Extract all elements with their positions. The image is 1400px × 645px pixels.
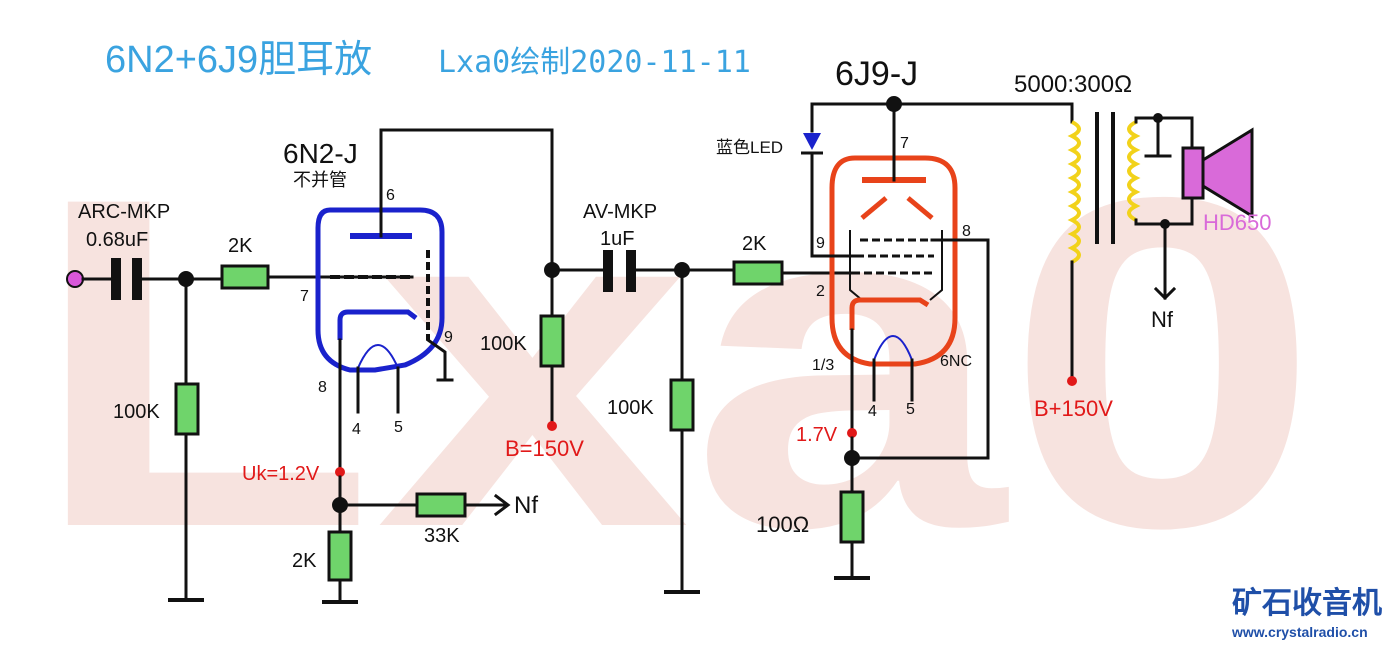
output-feedback-label: Nf: [1151, 307, 1174, 332]
input-grid-resistor-label: 2K: [228, 235, 253, 257]
output-supply: B+150V: [1034, 396, 1113, 421]
tube1-pin-heater-b: 5: [394, 419, 403, 436]
input-grid-leak-label: 100K: [113, 401, 160, 423]
input-grid-leak-resistor: [174, 382, 200, 436]
interstage-cap-value: 1uF: [600, 228, 634, 250]
input-cap-type: ARC-MKP: [78, 201, 170, 223]
interstage-grid-leak-resistor: [669, 378, 695, 432]
tube2-pin-g2: 9: [816, 235, 825, 252]
watermark: Lxa0: [30, 100, 1320, 625]
output-transformer-ratio: 5000:300Ω: [1014, 71, 1132, 98]
speaker-icon: [1181, 127, 1254, 219]
tube2-pin-cathode: 1/3: [812, 357, 834, 374]
tube1-plate-resistor-label: 100K: [480, 333, 527, 355]
output-speaker: HD650: [1203, 210, 1271, 235]
input-coupling-capacitor: [111, 258, 142, 300]
tube2-pin-g3: 8: [962, 223, 971, 240]
tube1-supply: B=150V: [505, 436, 584, 461]
tube1-pin-heater-a: 4: [352, 421, 361, 438]
tube2-pin-grid: 2: [816, 283, 825, 300]
input-cap-value: 0.68uF: [86, 229, 148, 251]
tube2-envelope: [829, 155, 958, 367]
logo-name: 矿石收音机: [1232, 586, 1382, 620]
logo-url: www.crystalradio.cn: [1231, 624, 1368, 640]
output-transformer: [1067, 112, 1141, 264]
tube1-note: 不并管: [293, 170, 347, 190]
tube2-cathode-voltage: 1.7V: [796, 424, 838, 446]
input-grid-resistor: [220, 264, 270, 290]
tube1-feedback-label: Nf: [514, 492, 538, 519]
tube1-envelope: [315, 207, 445, 373]
tube2-name: 6J9-J: [835, 55, 918, 93]
title-author: Lxa0绘制2020-11-11: [438, 45, 751, 80]
tube1-pin-grid: 7: [300, 288, 309, 305]
tube1-pin-cathode: 8: [318, 379, 327, 396]
feedback-resistor: [415, 492, 467, 518]
tube1-cathode-resistor: [327, 530, 353, 582]
tube2-pin-plate: 7: [900, 135, 909, 152]
title-main: 6N2+6J9胆耳放: [105, 39, 372, 81]
interstage-grid-resistor: [732, 260, 784, 286]
interstage-cap-type: AV-MKP: [583, 201, 657, 223]
tube1-cathode-resistor-label: 2K: [292, 550, 317, 572]
tube1-pin-plate: 6: [386, 187, 395, 204]
tube1-cathode-voltage: Uk=1.2V: [242, 463, 320, 485]
tube1-name: 6N2-J: [283, 138, 358, 169]
interstage-coupling-capacitor: [603, 250, 636, 292]
tube1-pin-shield: 9: [444, 329, 453, 346]
tube2-pin-heater-a: 4: [868, 403, 877, 420]
interstage-grid-leak-label: 100K: [607, 397, 654, 419]
tube2-led-label: 蓝色LED: [716, 138, 783, 157]
tube2-cathode-resistor-label: 100Ω: [756, 512, 809, 537]
tube2-pin-heater-b: 5: [906, 401, 915, 418]
interstage-grid-resistor-label: 2K: [742, 233, 767, 255]
tube2-pin-nc: 6NC: [940, 353, 972, 370]
blue-led: [801, 133, 823, 155]
feedback-resistor-label: 33K: [424, 525, 460, 547]
tube1-plate-resistor: [539, 314, 565, 368]
tube2-cathode-resistor: [839, 490, 865, 544]
input-jack[interactable]: [66, 270, 84, 288]
